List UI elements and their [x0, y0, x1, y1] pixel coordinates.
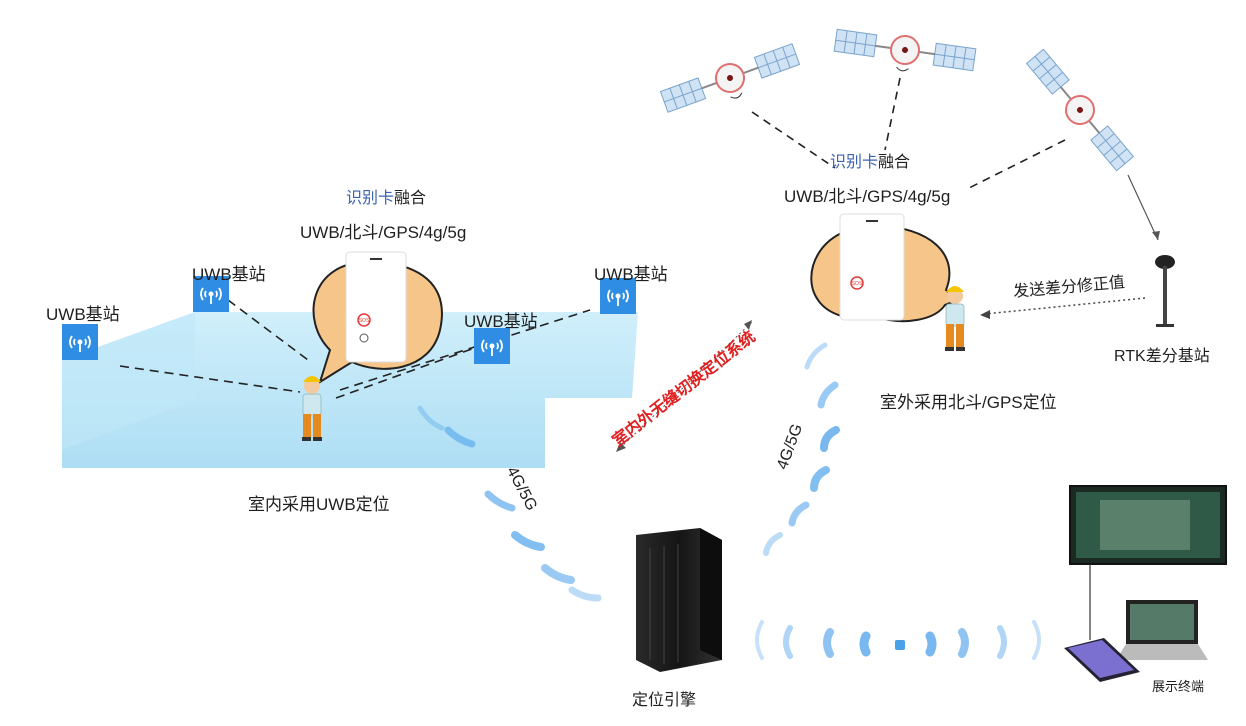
outdoor-card-tech: UWB/北斗/GPS/4g/5g: [784, 187, 951, 206]
terminal-label: 展示终端: [1152, 679, 1205, 694]
card-fusion-rest: 融合: [878, 154, 911, 171]
outdoor-caption: 室外采用北斗/GPS定位: [880, 393, 1057, 412]
card-fusion-accent: 识别卡: [830, 154, 879, 171]
rtk-label: RTK差分基站: [1114, 348, 1210, 365]
outdoor-card-bubble: SOS: [810, 213, 960, 323]
uwb-station-label: UWB基站: [464, 312, 538, 331]
card-fusion-accent: 识别卡: [346, 190, 395, 207]
outdoor-worker: [944, 285, 966, 352]
signal-wave-bottom: [755, 620, 1041, 660]
signal-wave-left: [417, 405, 602, 602]
uwb-station-label: UWB基站: [594, 265, 668, 284]
outdoor-card-fusion: 识别卡融合: [830, 148, 910, 172]
uwb-station-label: UWB基站: [46, 305, 120, 324]
indoor-card-bubble: SOS: [312, 251, 443, 385]
rtk-base-station-icon: [1155, 255, 1175, 327]
uwb-station-label: UWB基站: [192, 265, 266, 284]
satellite-icon: [659, 43, 801, 113]
uwb-station-icon: [62, 324, 98, 360]
sos-text: SOS: [359, 318, 370, 324]
sos-text: SOS: [852, 281, 863, 287]
rtk-arrow: [1127, 174, 1160, 241]
uwb-station-icon: [600, 278, 636, 314]
tablet-icon: [1064, 638, 1140, 682]
indoor-card-tech: UWB/北斗/GPS/4g/5g: [300, 223, 467, 242]
indoor-card-fusion: 识别卡融合: [346, 184, 426, 208]
server-rack-icon: [636, 528, 722, 672]
indoor-caption: 室内采用UWB定位: [248, 495, 390, 514]
satellite-icon: [833, 28, 977, 72]
uwb-station-icon: [474, 328, 510, 364]
uwb-ranging-lines: [119, 299, 591, 399]
satellite-signal-lines: [751, 77, 1066, 191]
card-fusion-rest: 融合: [394, 190, 427, 207]
satellite-icon: [1026, 48, 1134, 172]
laptop-icon: [1116, 600, 1208, 660]
engine-label: 定位引擎: [632, 692, 697, 709]
correction-arrow: [980, 297, 1146, 319]
signal-wave-right: [763, 342, 840, 556]
switch-arrow: [616, 320, 753, 452]
monitor-icon: [1069, 485, 1227, 640]
uwb-station-icon: [193, 276, 229, 312]
